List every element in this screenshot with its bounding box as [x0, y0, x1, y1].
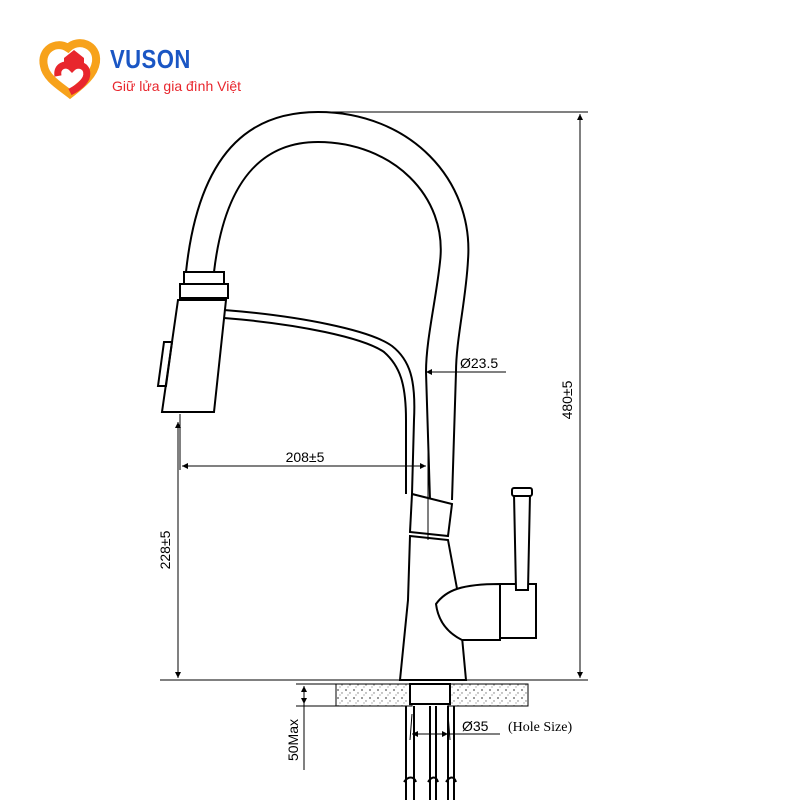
- spout-height-label: 228±5: [157, 530, 173, 569]
- countertop: [335, 683, 529, 707]
- deck-thickness-label: 50Max: [285, 719, 301, 761]
- home-heart-logo-icon: [39, 39, 101, 100]
- dimension-lines: [160, 111, 588, 770]
- tube-diameter-label: Ø23.5: [460, 355, 498, 371]
- hole-diameter-label: Ø35: [462, 718, 489, 734]
- hole-size-note: (Hole Size): [508, 720, 572, 735]
- faucet-body: [156, 110, 537, 800]
- brand-logo: VUSON Giữ lửa gia đình Việt: [34, 36, 294, 106]
- total-height-label: 480±5: [559, 380, 575, 419]
- spout-reach-label: 208±5: [286, 449, 325, 465]
- brand-name: VUSON: [110, 44, 191, 74]
- brand-slogan: Giữ lửa gia đình Việt: [112, 78, 242, 94]
